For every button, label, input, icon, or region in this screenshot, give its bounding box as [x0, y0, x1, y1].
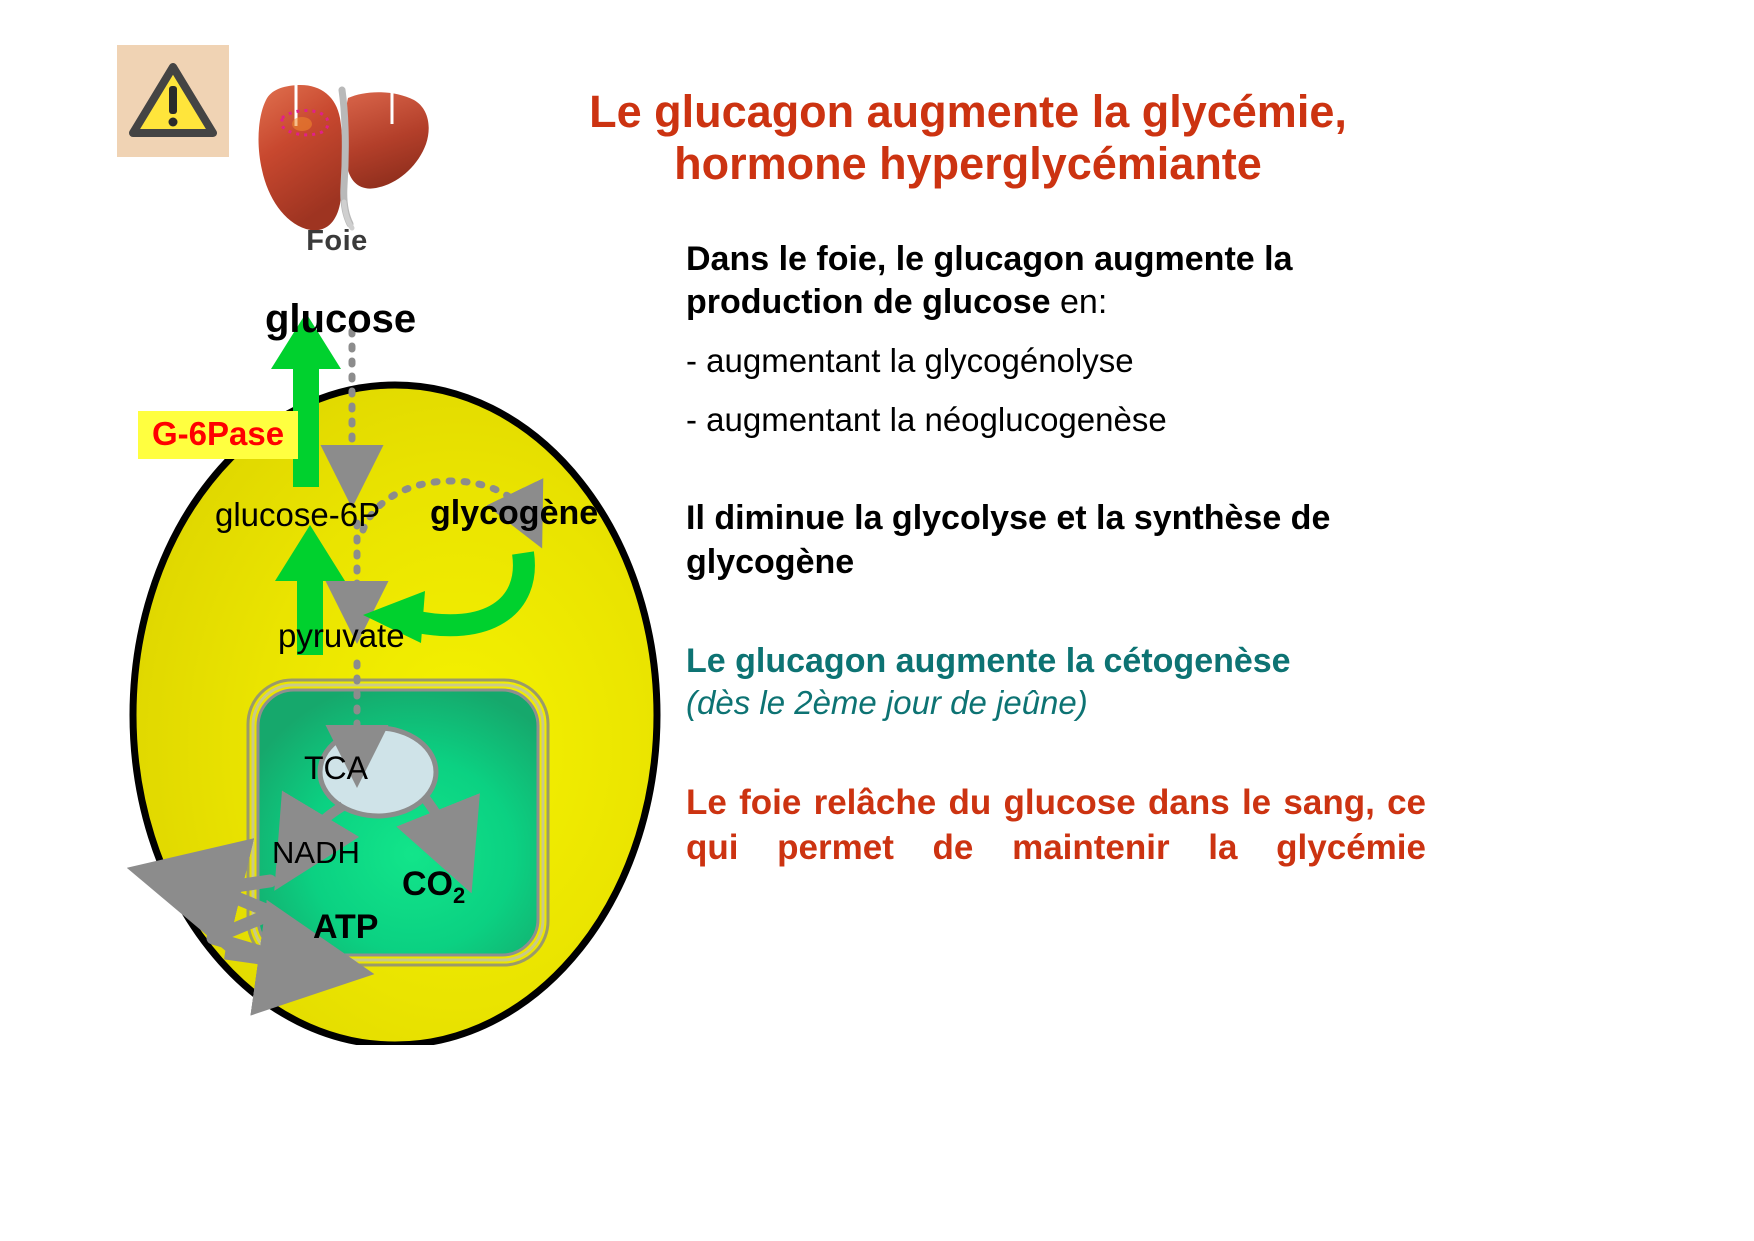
title-line-2: hormone hyperglycémiante: [674, 137, 1262, 189]
label-atp: ATP: [313, 908, 379, 946]
label-nadh: NADH: [272, 835, 360, 870]
label-tca: TCA: [304, 750, 368, 786]
hepatocyte-diagram: [95, 285, 695, 1045]
glycogenolysis-green-arrow: [363, 551, 535, 643]
paragraph-foie-relache: Le foie relâche du glucose dans le sang,…: [686, 782, 1426, 868]
paragraph-production-glucose: Dans le foie, le glucagon augmente la pr…: [686, 238, 1426, 324]
title-line-1: Le glucagon augmente la glycémie,: [589, 86, 1347, 137]
tca-to-co2-arrow: [396, 793, 480, 894]
explanatory-text-column: Dans le foie, le glucagon augmente la pr…: [686, 238, 1426, 916]
warning-badge: [117, 45, 229, 157]
spacer-2: [686, 584, 1426, 640]
liver-illustration: [232, 52, 442, 257]
warning-triangle-icon: [129, 63, 217, 137]
spacer-3: [686, 724, 1426, 780]
paragraph-production-glucose-tail: en:: [1050, 282, 1108, 321]
label-g6pase-highlight: G-6Pase: [138, 411, 299, 459]
bullet-glycogenolyse: - augmentant la glycogénolyse: [686, 341, 1134, 379]
liver-organ-icon: [258, 83, 429, 231]
label-co2-subscript: 2: [453, 882, 466, 908]
g6pase-green-arrow: [271, 313, 341, 487]
nadh-input-arrow: [126, 838, 255, 953]
spacer-1: [686, 441, 1426, 497]
label-glycogene: glycogène: [430, 494, 599, 532]
label-co2: CO2: [402, 865, 465, 909]
paragraph-production-glucose-bold: Dans le foie, le glucagon augmente la pr…: [686, 240, 1293, 321]
label-pyruvate: pyruvate: [278, 617, 405, 654]
bullet-neoglucogenese: - augmentant la néoglucogenèse: [686, 400, 1167, 438]
tca-to-nadh-arrow: [274, 790, 360, 891]
label-g6pase-text: G-6Pase: [152, 415, 285, 452]
gluconeogenesis-green-arrow: [275, 525, 345, 655]
label-co2-text: CO: [402, 865, 453, 903]
hepatocyte-diagram-svg: [126, 313, 661, 1045]
liver-caption: Foie: [306, 225, 368, 257]
label-glucose-6p: glucose-6P: [215, 496, 381, 533]
atp-output-arrow: [224, 899, 375, 1016]
paragraph-cetogenese-note: (dès le 2ème jour de jeûne): [686, 684, 1088, 722]
paragraph-cetogenese: Le glucagon augmente la cétogenèse: [686, 641, 1291, 680]
page-title: Le glucagon augmente la glycémie, hormon…: [468, 86, 1468, 190]
label-glucose: glucose: [265, 297, 417, 341]
paragraph-diminue-glycolyse: Il diminue la glycolyse et la synthèse d…: [686, 499, 1331, 581]
mitochondrion: [246, 678, 550, 967]
